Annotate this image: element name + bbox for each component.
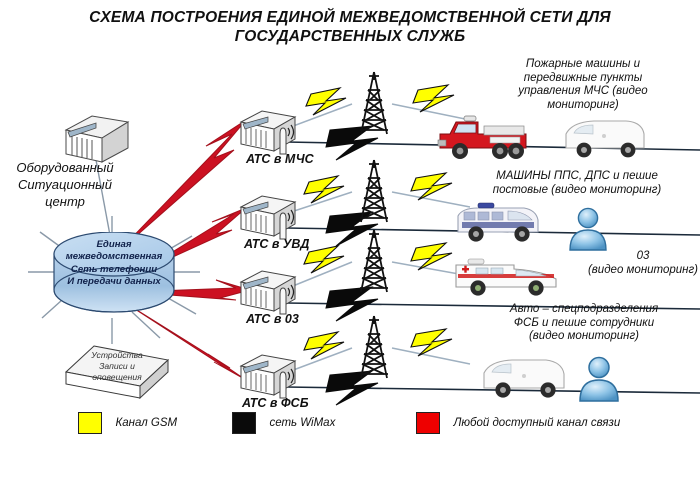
ats-box-fsb xyxy=(238,352,298,407)
gsm-bolt-r4-right xyxy=(410,328,453,357)
legend-swatch-wimax xyxy=(232,412,256,434)
recorder-line-2: Записи и xyxy=(99,361,135,372)
endpoint-label-fsb: Авто – спецподразделения ФСБ и пешие сот… xyxy=(468,303,700,344)
legend-item-wimax: сеть WiMax xyxy=(232,412,335,434)
gsm-line-r1-a xyxy=(287,103,353,129)
gsm-bolt-r3-right xyxy=(410,242,453,271)
core-line-3: Сеть телефонии xyxy=(70,263,158,275)
fire-truck-icon xyxy=(434,112,532,169)
legend: Канал GSM сеть WiMax Любой доступный кан… xyxy=(0,412,700,442)
core-line-1: Единая xyxy=(96,239,132,250)
legend-item-gsm: Канал GSM xyxy=(78,412,177,434)
legend-label-gsm: Канал GSM xyxy=(115,417,178,429)
endpoint-03-line-1: 03 xyxy=(636,250,650,262)
gsm-line-r2-a xyxy=(287,191,353,214)
endpoint-mchs-line-3: управления МЧС (видео xyxy=(518,85,648,98)
antenna-icon-fsb xyxy=(272,366,298,405)
gsm-line-r4-a xyxy=(287,347,353,373)
cell-tower-icon-row3 xyxy=(352,228,396,299)
core-network-cylinder: Единая межведомственная Сеть телефонии И… xyxy=(52,231,176,323)
gsm-bolt-r1-right xyxy=(412,84,455,113)
gsm-bolt-r3-left xyxy=(303,245,345,274)
page-title-line-2: ГОСУДАРСТВЕННЫХ СЛУЖБ xyxy=(234,28,466,46)
ats-label-03: АТС в 03 xyxy=(246,312,299,326)
recording-device-icon: Устройства Записи и оповещения xyxy=(64,344,170,411)
gsm-bolt-r2-right xyxy=(410,172,453,201)
white-van-icon-row1 xyxy=(560,116,650,167)
page-title: СХЕМА ПОСТРОЕНИЯ ЕДИНОЙ МЕЖВЕДОМСТВЕННОЙ… xyxy=(0,8,700,47)
ats-label-mchs: АТС в МЧС xyxy=(246,152,314,166)
legend-swatch-gsm xyxy=(78,412,102,434)
gsm-bolt-r2-left xyxy=(303,175,345,204)
gsm-line-r4-b xyxy=(391,347,471,365)
core-spoke-sw xyxy=(41,299,63,319)
endpoint-label-mchs: Пожарные машины и передвижные пункты упр… xyxy=(466,58,700,112)
police-van-icon xyxy=(452,200,544,253)
recorder-line-3: оповещения xyxy=(92,372,142,383)
endpoint-fsb-line-2: ФСБ и пешие сотрудники xyxy=(513,316,655,329)
situation-center-server-icon xyxy=(62,110,132,171)
cell-tower-icon-row4 xyxy=(352,314,396,385)
endpoint-mchs-line-2: передвижные пункты xyxy=(523,71,643,84)
person-icon-row2 xyxy=(566,206,610,257)
antenna-icon-mchs xyxy=(272,122,298,161)
recorder-line-1: Устройства xyxy=(91,350,143,360)
endpoint-03-line-2: (видео мониторинг) xyxy=(587,263,699,276)
core-network-label: Единая межведомственная Сеть телефонии И… xyxy=(52,239,176,288)
cell-tower-icon-row2 xyxy=(352,158,396,229)
core-line-2: межведомственная xyxy=(65,251,163,263)
endpoint-fsb-line-3: (видео мониторинг) xyxy=(528,330,640,343)
page-title-line-1: СХЕМА ПОСТРОЕНИЯ ЕДИНОЙ МЕЖВЕДОМСТВЕННОЙ… xyxy=(89,9,611,26)
endpoint-label-03: 03 (видео мониторинг) xyxy=(586,250,700,277)
gsm-line-r1-b xyxy=(391,103,471,121)
gsm-line-r2-b xyxy=(391,191,471,208)
cell-tower-icon-row1 xyxy=(352,70,396,141)
core-spoke-se xyxy=(167,297,197,315)
situation-center-line-1: Оборудованный xyxy=(16,160,114,175)
gsm-line-r3-a xyxy=(287,261,353,289)
ats-label-uvd: АТС в УВД xyxy=(244,237,310,251)
endpoint-label-uvd: МАШИНЫ ППС, ДПС и пешие постовые (видео … xyxy=(454,170,700,197)
endpoint-uvd-line-1: МАШИНЫ ППС, ДПС и пешие xyxy=(496,170,658,182)
antenna-icon-03 xyxy=(272,282,298,321)
recording-device-label: Устройства Записи и оповещения xyxy=(76,350,158,384)
legend-label-wimax: сеть WiMax xyxy=(269,417,336,429)
endpoint-uvd-line-2: постовые (видео мониторинг) xyxy=(492,183,662,196)
antenna-icon-uvd xyxy=(272,207,298,246)
person-icon-row4 xyxy=(576,355,622,408)
gsm-bolt-r1-left xyxy=(305,87,347,116)
endpoint-mchs-line-1: Пожарные машины и xyxy=(525,58,641,70)
core-spoke-s2 xyxy=(131,311,161,339)
wimax-bolt-r2 xyxy=(325,211,379,247)
situation-center-label: Оборудованный Ситуационный центр xyxy=(0,160,130,211)
situation-center-line-3: центр xyxy=(45,193,85,209)
endpoint-fsb-line-1: Авто – спецподразделения xyxy=(509,303,659,315)
wimax-bolt-r3 xyxy=(325,286,379,322)
legend-swatch-any-channel xyxy=(416,412,440,434)
ambulance-icon xyxy=(452,253,562,306)
ats-label-fsb: АТС в ФСБ xyxy=(242,396,309,410)
core-line-4: И передачи данных xyxy=(67,275,161,287)
white-van-icon-row4 xyxy=(478,355,570,408)
legend-item-any-channel: Любой доступный канал связи xyxy=(416,412,620,434)
endpoint-mchs-line-4: мониторинг) xyxy=(547,98,619,111)
legend-label-any-channel: Любой доступный канал связи xyxy=(453,417,621,429)
gsm-bolt-r4-left xyxy=(303,331,345,360)
situation-center-line-2: Ситуационный xyxy=(18,176,112,192)
